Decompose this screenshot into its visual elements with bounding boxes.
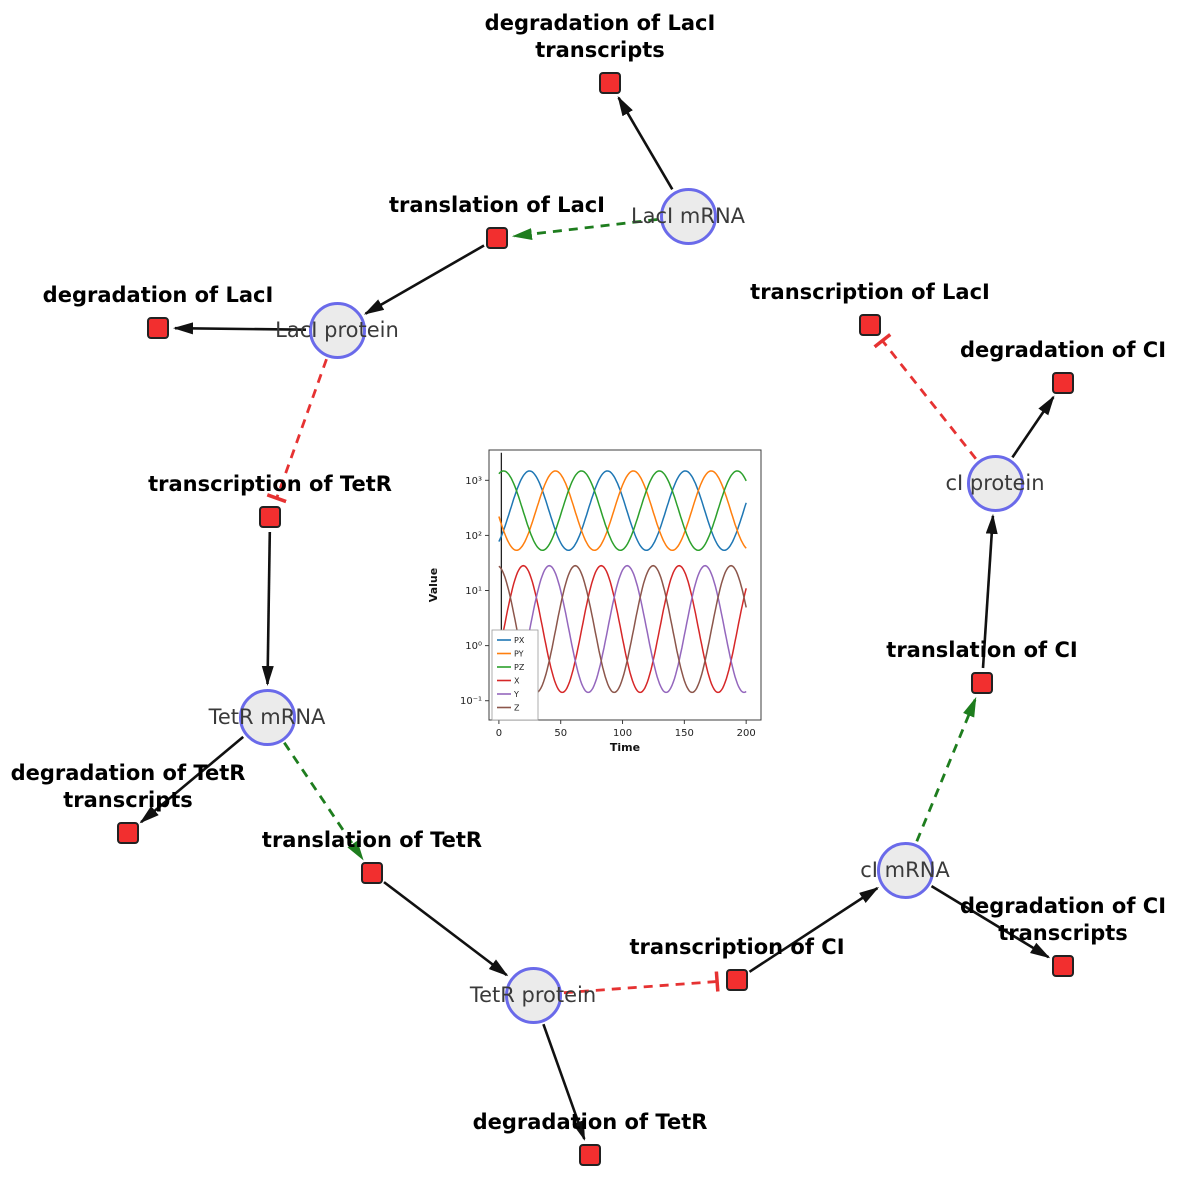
edge-production-transl_tetR-to-tetR_protein[interactable] bbox=[383, 881, 509, 977]
reaction-label-line: translation of CI bbox=[886, 638, 1078, 662]
species-node-tetR_protein[interactable] bbox=[504, 966, 562, 1024]
legend-label-Z: Z bbox=[514, 704, 520, 713]
species-label-lacI_mRNA: LacI mRNA bbox=[630, 204, 746, 228]
series-PZ bbox=[498, 470, 747, 552]
reaction-label-transl_cI: translation of CI bbox=[886, 637, 1077, 664]
y-tick-label: 10⁰ bbox=[465, 641, 482, 652]
reaction-label-line: transcription of CI bbox=[629, 935, 845, 959]
species-label-lacI_protein: LacI protein bbox=[275, 318, 399, 342]
edge-consumption-lacI_protein-to-deg_lacI[interactable] bbox=[173, 322, 307, 335]
edge-inhibition-tetR_protein-to-txn_cI[interactable] bbox=[563, 971, 720, 995]
series-PY bbox=[498, 470, 747, 552]
reaction-label-line: transcripts bbox=[63, 788, 193, 812]
reaction-label-deg_cI_tx: degradation of CI transcripts bbox=[960, 893, 1166, 947]
reaction-label-transl_lacI: translation of LacI bbox=[389, 192, 605, 219]
reaction-label-line: transcription of LacI bbox=[750, 280, 990, 304]
y-tick-label: 10¹ bbox=[465, 586, 482, 597]
reaction-label-txn_cI: transcription of CI bbox=[629, 934, 844, 961]
reaction-node-transl_cI[interactable] bbox=[971, 672, 993, 694]
reaction-node-txn_tetR[interactable] bbox=[259, 506, 281, 528]
reaction-label-line: transcripts bbox=[998, 921, 1128, 945]
reaction-label-line: degradation of LacI bbox=[484, 11, 716, 35]
reaction-label-deg_lacI_tx: degradation of LacI transcripts bbox=[485, 10, 716, 64]
edge-consumption-cI_mRNA-to-deg_cI_tx[interactable] bbox=[930, 884, 1051, 959]
edge-consumption-lacI_mRNA-to-deg_lacI_tx[interactable] bbox=[617, 95, 674, 190]
reaction-node-deg_tetR[interactable] bbox=[579, 1144, 601, 1166]
reaction-node-deg_lacI[interactable] bbox=[147, 317, 169, 339]
edge-production-txn_tetR-to-tetR_mRNA[interactable] bbox=[261, 531, 274, 686]
edge-modifier-cI_mRNA-to-transl_cI[interactable] bbox=[915, 696, 977, 842]
reaction-label-line: transcripts bbox=[535, 38, 665, 62]
edge-inhibition-lacI_protein-to-txn_tetR[interactable] bbox=[266, 358, 328, 504]
reaction-label-txn_tetR: transcription of TetR bbox=[148, 471, 392, 498]
reaction-label-txn_lacI: transcription of LacI bbox=[750, 279, 990, 306]
reaction-label-deg_lacI: degradation of LacI bbox=[43, 282, 274, 309]
species-node-cI_protein[interactable] bbox=[966, 454, 1024, 512]
series-PX bbox=[498, 470, 747, 552]
x-tick-label: 150 bbox=[675, 728, 694, 739]
legend-label-PX: PX bbox=[514, 636, 525, 645]
edge-modifier-lacI_mRNA-to-transl_lacI[interactable] bbox=[511, 218, 658, 240]
species-node-lacI_protein[interactable] bbox=[308, 301, 366, 359]
edge-production-transl_lacI-to-lacI_protein[interactable] bbox=[363, 244, 485, 315]
reaction-label-line: translation of TetR bbox=[261, 828, 483, 852]
reaction-label-line: degradation of TetR bbox=[472, 1110, 708, 1134]
reaction-label-transl_tetR: translation of TetR bbox=[262, 827, 482, 854]
reaction-node-deg_lacI_tx[interactable] bbox=[599, 72, 621, 94]
reaction-label-line: degradation of CI bbox=[959, 894, 1167, 918]
reaction-node-deg_cI_tx[interactable] bbox=[1052, 955, 1074, 977]
edge-consumption-cI_protein-to-deg_cI[interactable] bbox=[1011, 395, 1055, 459]
reaction-node-transl_lacI[interactable] bbox=[486, 227, 508, 249]
reaction-label-line: degradation of TetR bbox=[10, 761, 246, 785]
plot-box bbox=[488, 449, 762, 721]
series-Y bbox=[498, 564, 747, 694]
legend-label-Y: Y bbox=[513, 690, 519, 699]
edges-group bbox=[139, 95, 1055, 1141]
legend bbox=[491, 629, 539, 721]
species-label-cI_protein: cI protein bbox=[945, 471, 1045, 495]
species-label-tetR_mRNA: TetR mRNA bbox=[208, 705, 326, 729]
reaction-label-line: degradation of CI bbox=[959, 338, 1167, 362]
reaction-label-line: translation of LacI bbox=[389, 193, 605, 217]
edge-consumption-tetR_mRNA-to-deg_tetR_tx[interactable] bbox=[139, 735, 245, 824]
edge-consumption-tetR_protein-to-deg_tetR[interactable] bbox=[542, 1023, 586, 1141]
reaction-node-transl_tetR[interactable] bbox=[361, 862, 383, 884]
series-Z bbox=[498, 564, 747, 694]
edge-production-transl_cI-to-cI_protein[interactable] bbox=[981, 513, 998, 669]
x-tick-label: 100 bbox=[613, 728, 632, 739]
reaction-label-deg_cI: degradation of CI bbox=[960, 337, 1166, 364]
edge-production-txn_cI-to-cI_mRNA[interactable] bbox=[748, 887, 880, 973]
reaction-node-deg_cI[interactable] bbox=[1052, 372, 1074, 394]
legend-label-X: X bbox=[514, 677, 520, 686]
y-tick-label: 10² bbox=[465, 531, 482, 542]
species-label-cI_mRNA: cI mRNA bbox=[860, 858, 950, 882]
reaction-label-line: degradation of LacI bbox=[42, 283, 274, 307]
x-tick-label: 0 bbox=[496, 728, 502, 739]
species-label-tetR_protein: TetR protein bbox=[469, 983, 597, 1007]
reaction-node-deg_tetR_tx[interactable] bbox=[117, 822, 139, 844]
species-node-tetR_mRNA[interactable] bbox=[238, 688, 296, 746]
legend-label-PY: PY bbox=[514, 650, 524, 659]
x-tick-label: 200 bbox=[737, 728, 756, 739]
y-tick-label: 10⁻¹ bbox=[460, 696, 482, 707]
reaction-label-deg_tetR: degradation of TetR bbox=[473, 1109, 708, 1136]
species-node-cI_mRNA[interactable] bbox=[876, 841, 934, 899]
edge-modifier-tetR_mRNA-to-transl_tetR[interactable] bbox=[283, 741, 364, 861]
species-node-lacI_mRNA[interactable] bbox=[659, 187, 717, 245]
reaction-node-txn_cI[interactable] bbox=[726, 969, 748, 991]
y-axis-label: Value bbox=[427, 568, 440, 602]
reaction-label-deg_tetR_tx: degradation of TetR transcripts bbox=[11, 760, 246, 814]
x-tick-label: 50 bbox=[554, 728, 567, 739]
legend-label-PZ: PZ bbox=[514, 663, 525, 672]
reaction-node-txn_lacI[interactable] bbox=[859, 314, 881, 336]
reaction-label-line: transcription of TetR bbox=[148, 472, 392, 496]
x-axis-label: Time bbox=[610, 741, 640, 754]
y-tick-label: 10³ bbox=[465, 476, 482, 487]
